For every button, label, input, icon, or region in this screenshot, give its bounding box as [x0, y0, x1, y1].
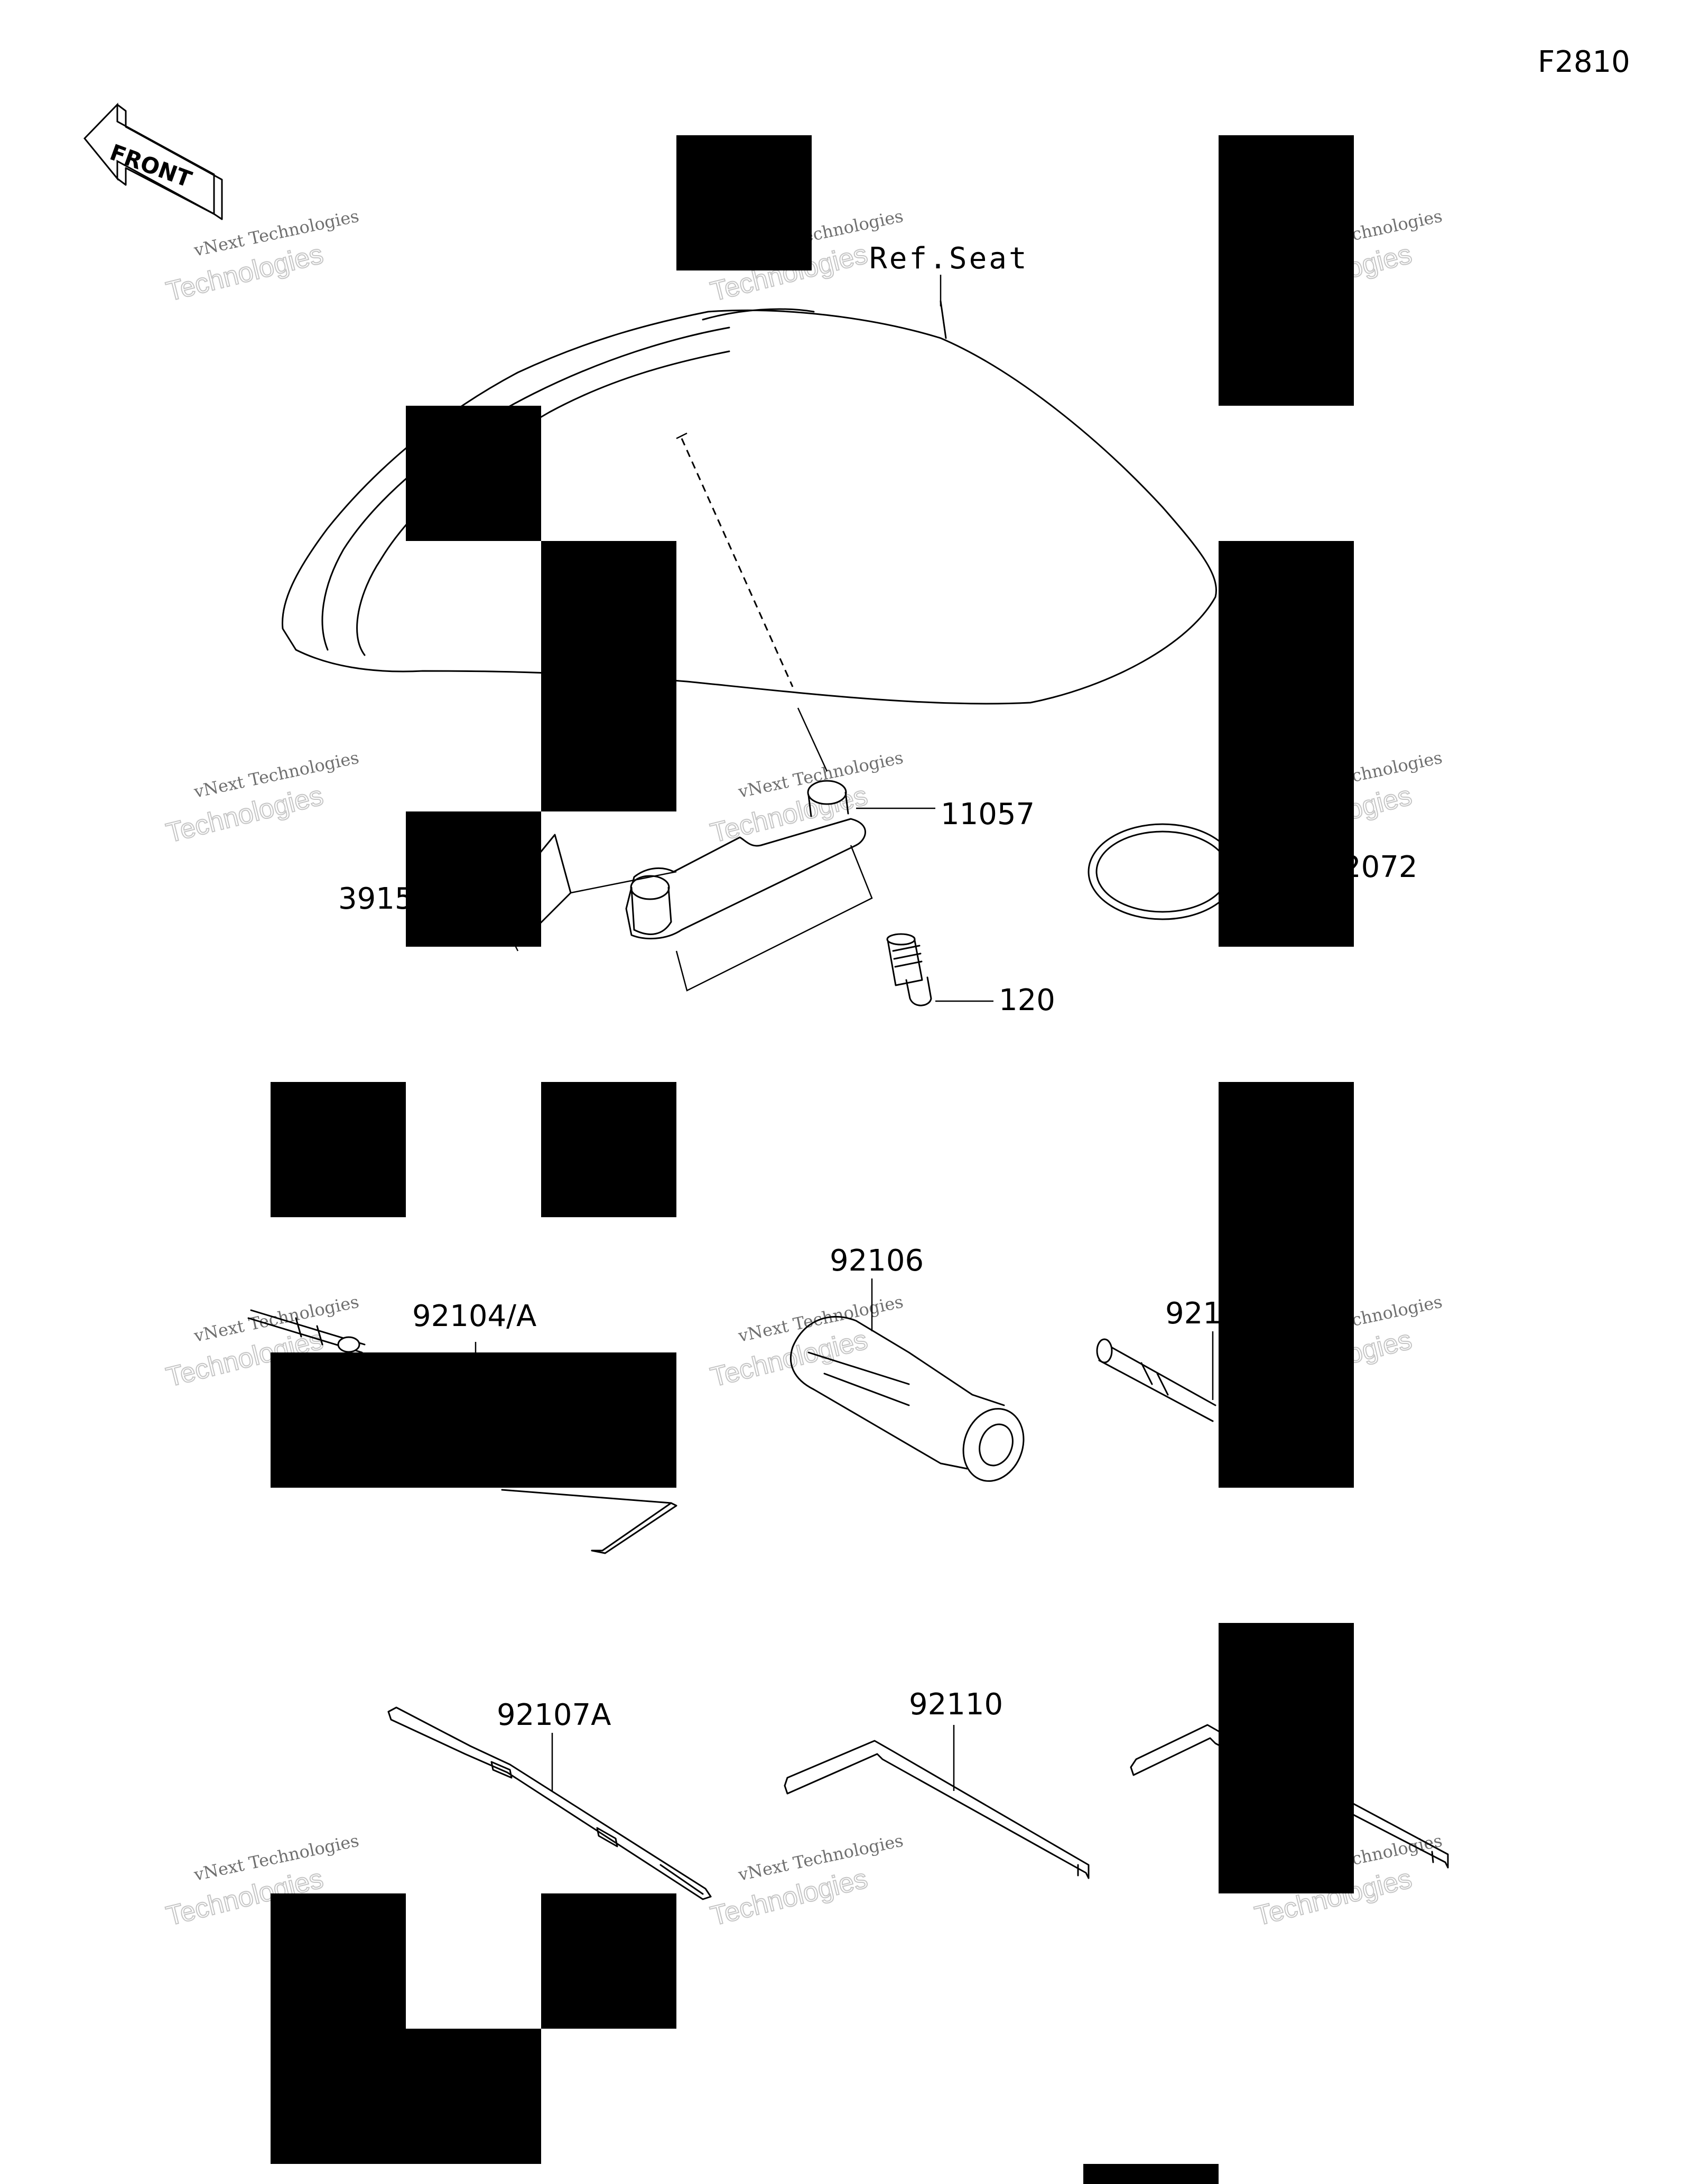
redaction-block: [271, 1352, 676, 1488]
redaction-block: [1219, 1082, 1354, 1488]
redaction-block: [406, 811, 541, 947]
double-screwdriver-92107a: [387, 1706, 712, 1900]
part-label-92106: 92106: [830, 1244, 924, 1278]
ref-seat-label: Ref.Seat: [869, 241, 1029, 276]
redaction-block: [1219, 1623, 1354, 1893]
part-label-92104A: 92104/A: [412, 1299, 536, 1333]
part-label-92107A: 92107A: [497, 1698, 611, 1732]
front-arrow-icon: FRONT: [83, 102, 223, 220]
centerline-tick: [676, 432, 687, 440]
screwdriver-92104a: [247, 1309, 677, 1554]
part-label-3915: 3915: [338, 882, 414, 916]
redaction-block: [541, 1082, 676, 1217]
redaction-block: [1219, 135, 1354, 406]
redaction-block: [406, 406, 541, 541]
spanner-92106: [789, 1315, 1025, 1482]
o-ring: [1088, 823, 1238, 920]
bracket-leader: [570, 871, 677, 894]
part-label-92110: 92110: [909, 1687, 1003, 1722]
part-label-11057: 11057: [941, 797, 1035, 832]
redaction-block: [676, 135, 812, 270]
redaction-block: [541, 541, 676, 811]
seat-bracket: [625, 780, 866, 939]
redaction-block: [1219, 541, 1354, 947]
part-label-921: 921: [1165, 1296, 1222, 1331]
hex-key-92110: [784, 1740, 1090, 1879]
redaction-block: [1083, 2164, 1219, 2184]
centerline-extension: [797, 707, 828, 772]
hex-key-right: [1130, 1724, 1449, 1869]
redaction-block: [271, 1893, 406, 2164]
redaction-block: [271, 1082, 406, 1217]
diagram-code: F2810: [1538, 45, 1630, 79]
part-label-2072: 2072: [1342, 850, 1418, 884]
redaction-block: [406, 2029, 541, 2164]
bolt-120: [886, 933, 932, 1006]
centerline: [681, 438, 794, 687]
part-label-120: 120: [999, 983, 1055, 1018]
bracket-leader: [675, 845, 873, 992]
redaction-block: [541, 1893, 676, 2029]
redaction-blocks: [271, 135, 1354, 2184]
extension-bar: [1096, 1338, 1216, 1422]
